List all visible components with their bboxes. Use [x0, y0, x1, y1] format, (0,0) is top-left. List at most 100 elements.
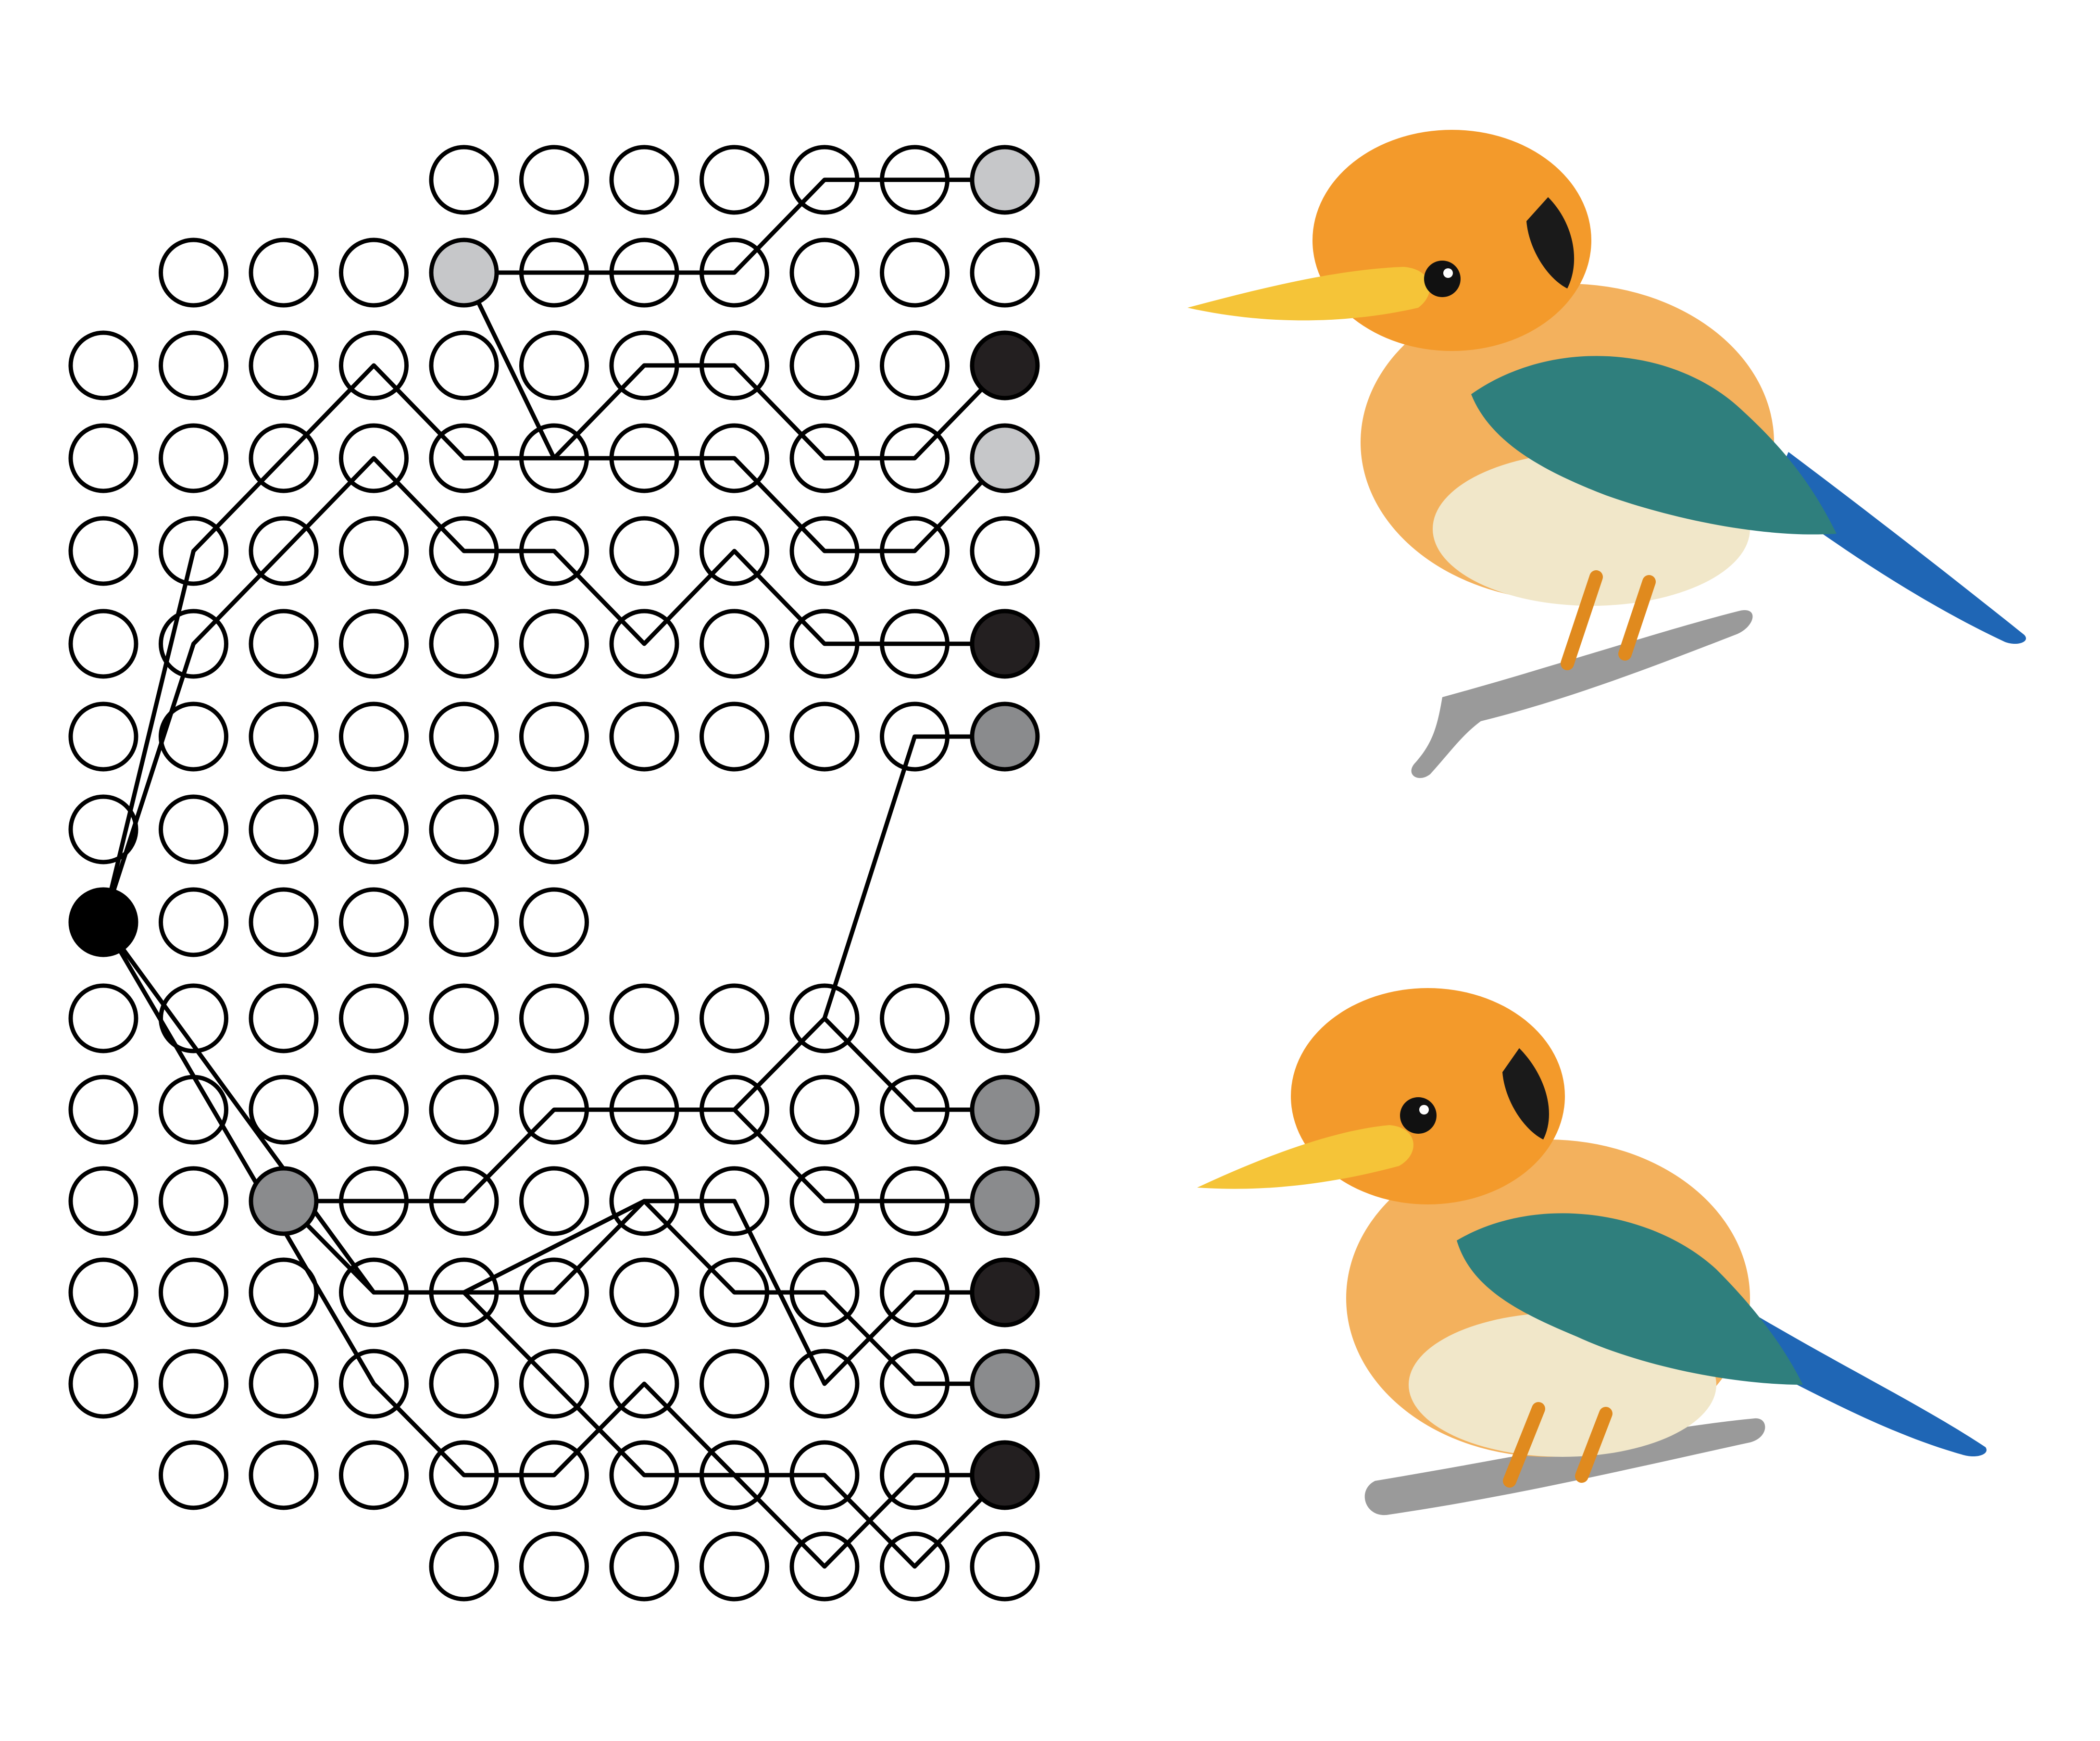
- haplotype-node-light: [970, 145, 1040, 215]
- haplotype-node-white: [249, 609, 319, 679]
- haplotype-node-white: [339, 1257, 409, 1328]
- haplotype-node-white: [519, 1166, 589, 1236]
- network-edge-lower-branch-bottom: [462, 1290, 1005, 1569]
- haplotype-node-root: [68, 887, 138, 957]
- haplotype-node-white: [339, 1075, 409, 1145]
- haplotype-node-white: [789, 1531, 860, 1602]
- haplotype-node-white: [429, 609, 499, 679]
- haplotype-node-white: [159, 1257, 228, 1328]
- network-edge-connector-upper-medium-to-lower: [644, 734, 1005, 1112]
- haplotype-node-white: [880, 330, 950, 401]
- haplotype-node-white: [249, 887, 319, 957]
- haplotype-node-white: [880, 238, 950, 308]
- haplotype-node-white: [68, 983, 138, 1053]
- haplotype-node-white: [700, 1257, 769, 1328]
- haplotype-node-white: [789, 701, 860, 772]
- haplotype-node-dark: [970, 1257, 1040, 1328]
- haplotype-node-white: [249, 423, 319, 493]
- haplotype-node-white: [970, 516, 1040, 586]
- haplotype-node-white: [68, 794, 138, 864]
- haplotype-node-white: [700, 609, 769, 679]
- tail-shape: [1740, 1317, 1987, 1457]
- haplotype-node-white: [68, 609, 138, 679]
- haplotype-node-white: [429, 1257, 499, 1328]
- haplotype-node-white: [249, 1075, 319, 1145]
- haplotype-node-white: [519, 1531, 589, 1602]
- haplotype-node-white: [519, 701, 589, 772]
- haplotype-node-medium: [249, 1166, 319, 1236]
- branch-shape: [1364, 1418, 1765, 1516]
- beak-shape: [1188, 267, 1430, 321]
- haplotype-node-white: [609, 1531, 679, 1602]
- haplotype-node-white: [789, 1349, 860, 1419]
- haplotype-node-white: [609, 609, 679, 679]
- haplotype-node-white: [789, 1166, 860, 1236]
- haplotype-node-white: [700, 701, 769, 772]
- eye-shape: [1400, 1097, 1437, 1134]
- haplotype-node-white: [429, 1531, 499, 1602]
- haplotype-node-medium: [970, 1075, 1040, 1145]
- haplotype-node-white: [339, 983, 409, 1053]
- haplotype-node-white: [880, 1166, 950, 1236]
- haplotype-node-white: [429, 330, 499, 401]
- haplotype-node-medium: [970, 1349, 1040, 1419]
- haplotype-node-white: [700, 983, 769, 1053]
- haplotype-node-white: [249, 1349, 319, 1419]
- haplotype-node-white: [519, 1440, 589, 1510]
- haplotype-node-white: [789, 609, 860, 679]
- haplotype-node-white: [429, 1349, 499, 1419]
- haplotype-node-white: [700, 330, 769, 401]
- haplotype-node-white: [880, 423, 950, 493]
- haplotype-node-white: [68, 423, 138, 493]
- haplotype-node-white: [700, 1075, 769, 1145]
- haplotype-node-white: [249, 1440, 319, 1510]
- crown-patch-shape: [1502, 1048, 1549, 1140]
- haplotype-node-white: [429, 516, 499, 586]
- haplotype-node-white: [339, 887, 409, 957]
- haplotype-node-white: [519, 794, 589, 864]
- haplotype-node-white: [429, 1166, 499, 1236]
- haplotype-node-white: [429, 794, 499, 864]
- network-edge-light-node-to-upper-right: [464, 177, 1005, 275]
- haplotype-node-white: [789, 145, 860, 215]
- haplotype-node-white: [970, 238, 1040, 308]
- wing-shape: [1457, 1213, 1803, 1385]
- haplotype-node-white: [339, 423, 409, 493]
- haplotype-node-white: [68, 1075, 138, 1145]
- haplotype-node-white: [249, 794, 319, 864]
- haplotype-node-white: [249, 330, 319, 401]
- haplotype-node-white: [519, 145, 589, 215]
- haplotype-node-white: [68, 701, 138, 772]
- haplotype-node-white: [429, 145, 499, 215]
- haplotype-node-white: [249, 1257, 319, 1328]
- haplotype-node-white: [700, 423, 769, 493]
- haplotype-node-white: [68, 330, 138, 401]
- haplotype-node-white: [789, 1075, 860, 1145]
- branch-shape: [1411, 610, 1753, 778]
- haplotype-node-white: [339, 1440, 409, 1510]
- haplotype-node-white: [159, 238, 228, 308]
- legs-shape: [1561, 570, 1656, 670]
- haplotype-node-white: [880, 1075, 950, 1145]
- beak-shape: [1197, 1125, 1413, 1189]
- haplotype-node-white: [159, 794, 228, 864]
- haplotype-node-white: [880, 516, 950, 586]
- haplotype-node-white: [68, 1166, 138, 1236]
- haplotype-node-white: [68, 516, 138, 586]
- haplotype-node-white: [339, 330, 409, 401]
- haplotype-node-white: [970, 1531, 1040, 1602]
- haplotype-node-white: [339, 794, 409, 864]
- haplotype-node-white: [609, 238, 679, 308]
- eye-highlight: [1443, 268, 1453, 278]
- haplotype-node-white: [68, 1257, 138, 1328]
- haplotype-node-white: [789, 330, 860, 401]
- haplotype-node-white: [789, 1440, 860, 1510]
- haplotype-node-white: [429, 983, 499, 1053]
- haplotype-node-white: [519, 1349, 589, 1419]
- network-nodes: [68, 145, 1040, 1602]
- haplotype-node-white: [249, 701, 319, 772]
- network-edge-lower-long-branch: [101, 921, 1007, 1569]
- haplotype-node-white: [519, 887, 589, 957]
- network-edge-root-to-upper-dark-row-2: [101, 363, 1007, 923]
